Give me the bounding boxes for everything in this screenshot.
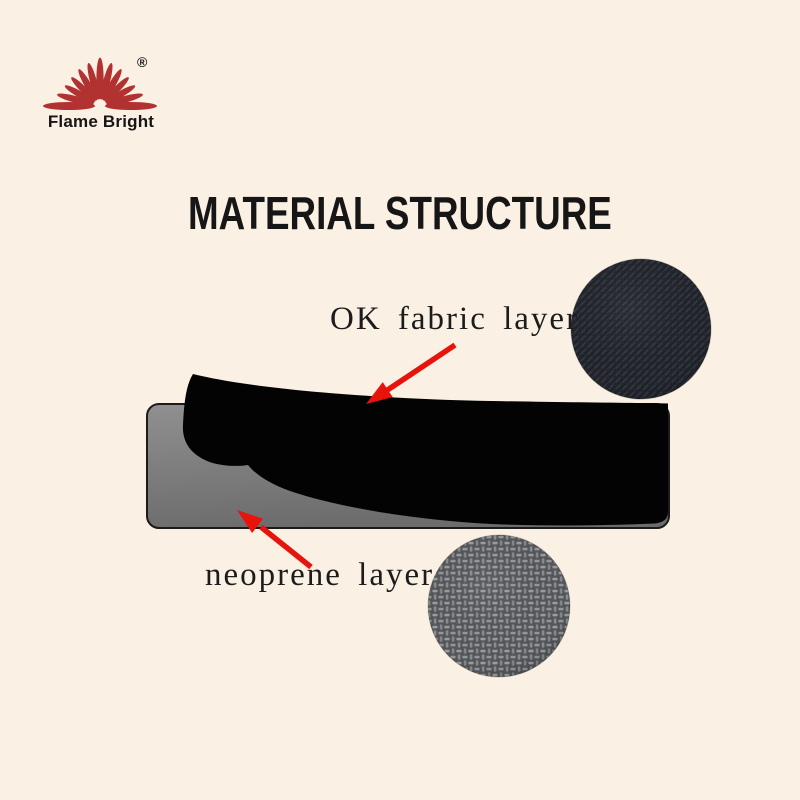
neoprene-arrowhead-icon xyxy=(237,510,264,533)
fabric-layer-shape xyxy=(182,374,668,526)
fabric-swatch-circle xyxy=(570,258,712,400)
brand-logo: ® Flame Bright xyxy=(40,46,170,138)
logo-rays-svg xyxy=(43,57,157,110)
fabric-arrow xyxy=(366,342,457,404)
brand-name: Flame Bright xyxy=(47,112,155,131)
neoprene-arrow xyxy=(237,510,313,570)
fabric-arrowhead-icon xyxy=(366,382,393,404)
neoprene-layer-label: neoprene layer xyxy=(205,557,435,593)
neoprene-arrow-line xyxy=(259,524,313,570)
logo-rays xyxy=(43,57,157,110)
page-title-text: MATERIAL STRUCTURE xyxy=(188,187,612,239)
page-title: MATERIAL STRUCTURE xyxy=(0,187,800,239)
registered-trademark-icon: ® xyxy=(137,54,148,70)
fabric-layer-label: OK fabric layer xyxy=(330,301,580,337)
fabric-arrow-line xyxy=(384,342,457,394)
neoprene-swatch-circle xyxy=(427,534,571,678)
